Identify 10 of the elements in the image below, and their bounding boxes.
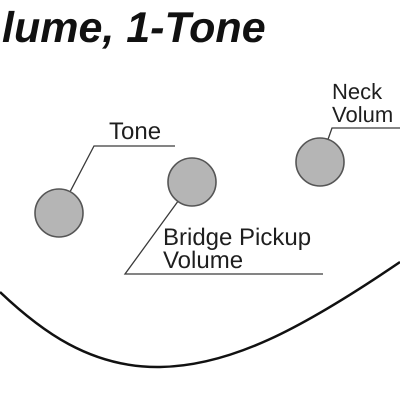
- knob-icon: [34, 188, 84, 238]
- leader-line: [327, 127, 400, 140]
- control-label: Bridge Pickup Volume: [163, 226, 313, 272]
- control-label: Neck Volum: [332, 80, 395, 126]
- control-label: Tone: [109, 120, 163, 144]
- leader-line: [124, 201, 323, 275]
- title: lume, 1-Tone: [2, 4, 266, 52]
- knob-icon: [295, 137, 345, 187]
- knob-icon: [167, 157, 217, 207]
- leader-line: [70, 145, 175, 192]
